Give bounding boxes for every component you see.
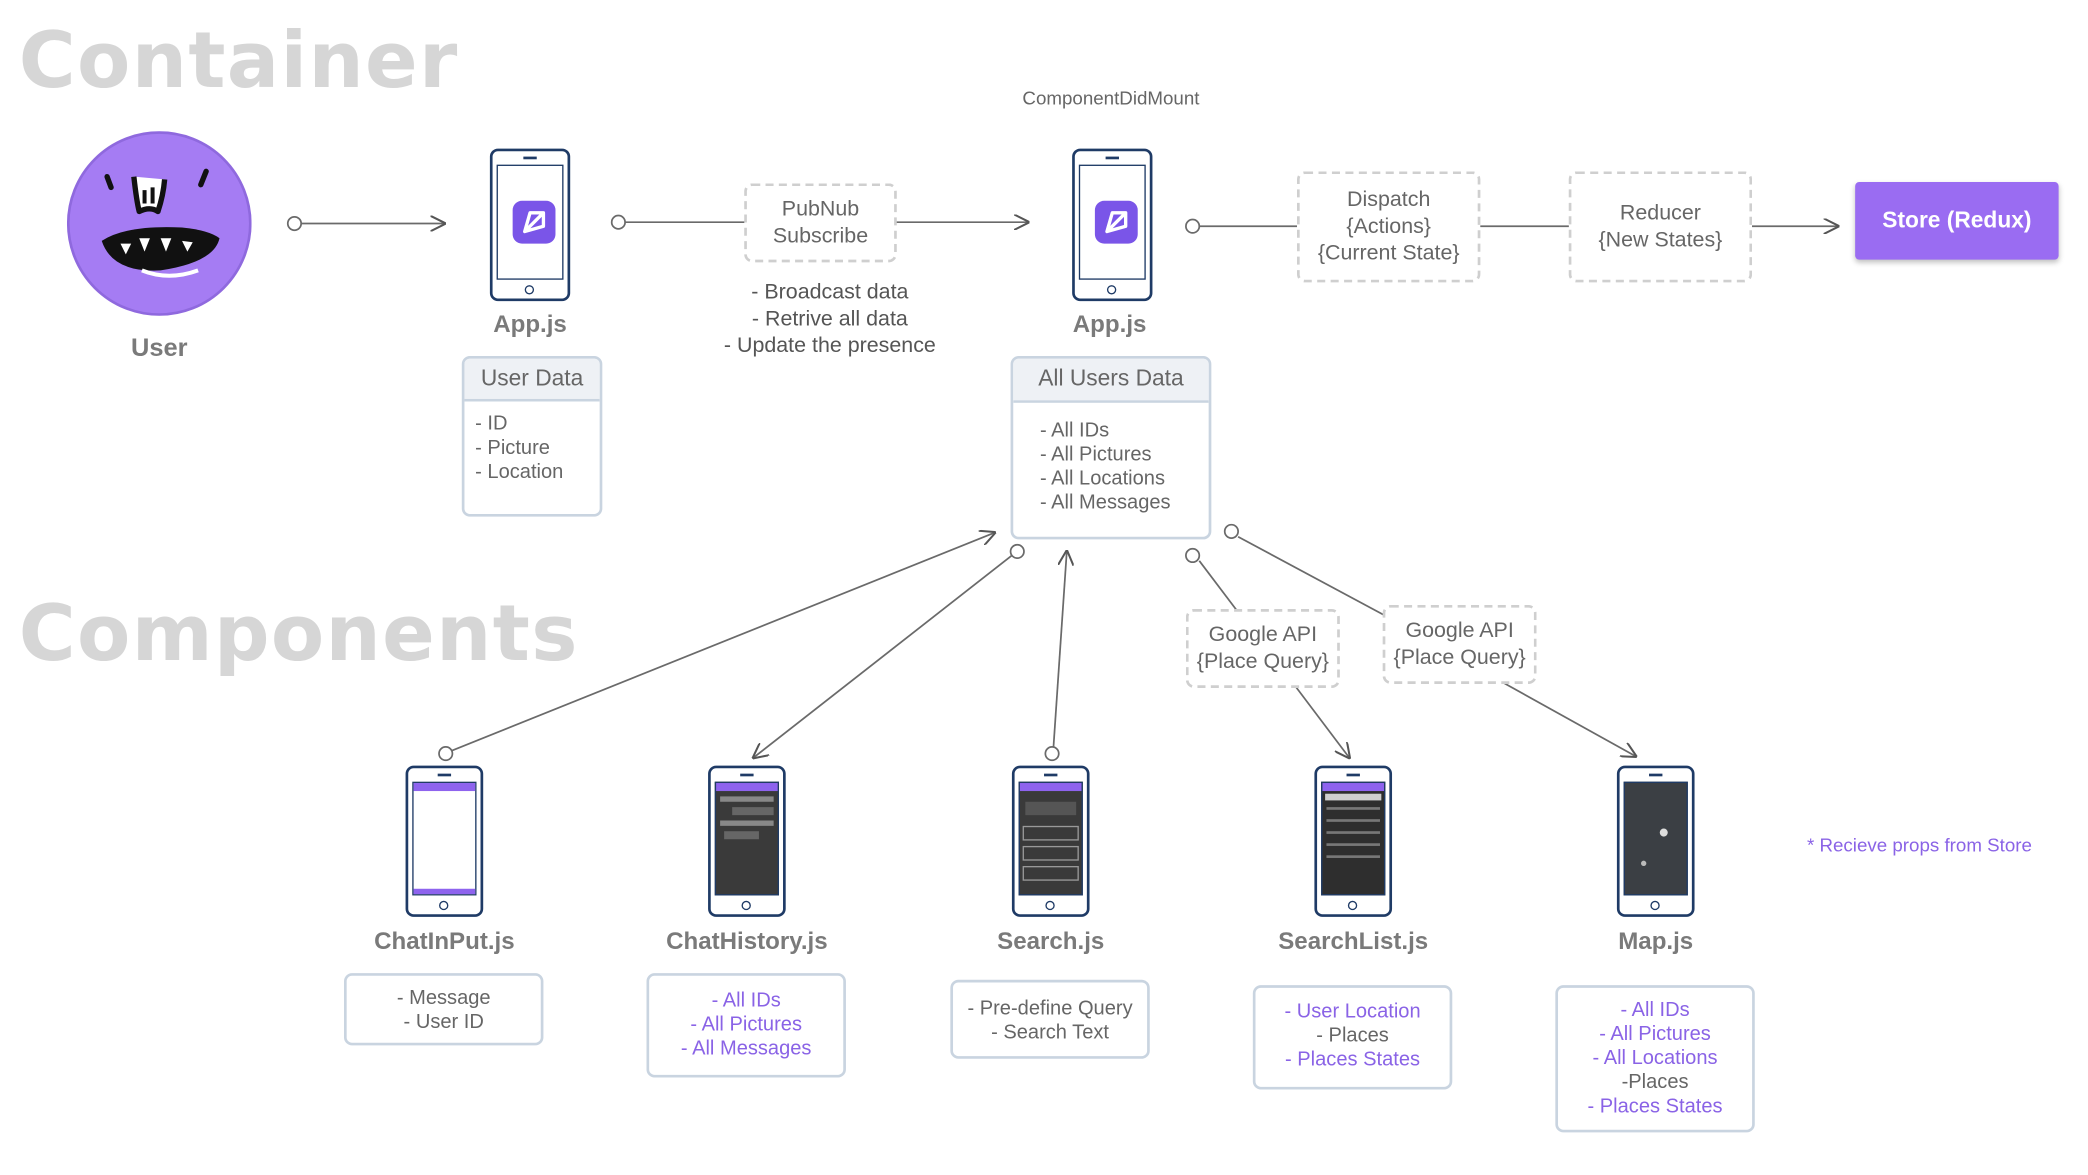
pubnub-note: - Broadcast data bbox=[751, 281, 909, 304]
all-users-data-title: All Users Data bbox=[1013, 358, 1209, 403]
component-did-mount-label: ComponentDidMount bbox=[1022, 87, 1200, 109]
pubnub-note: - Retrive all data bbox=[751, 307, 908, 331]
map-props-card: - All IDs - All Pictures - All Locations… bbox=[1555, 985, 1755, 1133]
monster-avatar-icon bbox=[66, 131, 252, 316]
prop-item: -Places bbox=[1621, 1070, 1689, 1094]
prop-item: - Places States bbox=[1285, 1048, 1421, 1071]
prop-item: - User Location bbox=[1284, 999, 1421, 1023]
edge-chatinput bbox=[450, 533, 994, 752]
edge-chathistory bbox=[754, 554, 1013, 757]
edge-google2-map bbox=[1502, 681, 1636, 757]
prop-item: - User ID bbox=[403, 1010, 484, 1034]
prop-item: - Search Text bbox=[991, 1021, 1110, 1045]
pubnub-subscribe-box: PubNub Subscribe bbox=[744, 183, 897, 263]
section-title-components: Components bbox=[18, 587, 579, 679]
chathistory-props-card: - All IDs - All Pictures - All Messages bbox=[646, 973, 846, 1078]
prop-item: - All IDs bbox=[1620, 998, 1690, 1022]
pubnub-note: - Update the presence bbox=[723, 334, 936, 358]
user-data-item: - Location bbox=[475, 460, 564, 484]
reducer-line2: {New States} bbox=[1598, 228, 1723, 251]
app-logo-icon bbox=[512, 200, 556, 244]
google-api-line1: Google API bbox=[1405, 619, 1514, 642]
pubnub-line1: PubNub bbox=[781, 197, 860, 221]
chathistory-phone bbox=[708, 765, 786, 917]
all-users-data-item: - All Pictures bbox=[1040, 443, 1152, 466]
prop-item: - All Pictures bbox=[1599, 1022, 1711, 1046]
app-js-label-1: App.js bbox=[493, 310, 567, 338]
dispatch-box: Dispatch {Actions} {Current State} bbox=[1297, 171, 1481, 283]
pubnub-notes: - Broadcast data - Retrive all data - Up… bbox=[683, 280, 977, 360]
prop-item: - Places bbox=[1316, 1023, 1389, 1047]
prop-item: - Message bbox=[396, 986, 491, 1010]
google-api-line2: {Place Query} bbox=[1196, 649, 1329, 673]
section-title-container: Container bbox=[18, 14, 459, 106]
search-label: Search.js bbox=[997, 927, 1105, 955]
google-api-line2: {Place Query} bbox=[1393, 645, 1526, 669]
search-phone bbox=[1011, 765, 1090, 917]
map-phone bbox=[1616, 765, 1695, 917]
prop-item: - Pre-define Query bbox=[967, 997, 1133, 1020]
chathistory-label: ChatHistory.js bbox=[666, 927, 828, 955]
prop-item: - Places States bbox=[1587, 1094, 1723, 1118]
searchlist-phone bbox=[1314, 765, 1393, 917]
all-users-data-item: - All IDs bbox=[1040, 418, 1110, 442]
pubnub-line2: Subscribe bbox=[772, 224, 869, 247]
search-props-card: - Pre-define Query - Search Text bbox=[950, 979, 1150, 1059]
reducer-line1: Reducer bbox=[1619, 201, 1701, 225]
edge-search bbox=[1052, 551, 1066, 749]
prop-item: - All Locations bbox=[1592, 1046, 1718, 1070]
app-js-label-2: App.js bbox=[1072, 310, 1147, 338]
prop-item: - All Pictures bbox=[690, 1013, 802, 1036]
dispatch-line1: Dispatch bbox=[1347, 188, 1431, 211]
dispatch-line2: {Actions} bbox=[1346, 214, 1431, 238]
google-api-line1: Google API bbox=[1208, 623, 1318, 646]
all-users-data-item: - All Locations bbox=[1040, 467, 1166, 490]
edge-google2-top bbox=[1237, 535, 1386, 617]
user-label: User bbox=[131, 334, 188, 363]
user-data-item: - ID bbox=[475, 412, 508, 436]
all-users-data-card: All Users Data - All IDs - All Pictures … bbox=[1010, 356, 1212, 540]
edge-google1-searchlist bbox=[1294, 686, 1350, 758]
app-js-phone-2 bbox=[1072, 148, 1153, 302]
user-data-title: User Data bbox=[464, 358, 600, 402]
map-label: Map.js bbox=[1618, 927, 1694, 955]
searchlist-props-card: - User Location - Places - Places States bbox=[1252, 985, 1453, 1090]
chatinput-label: ChatInPut.js bbox=[374, 927, 515, 955]
app-js-phone bbox=[489, 148, 571, 302]
chatinput-props-card: - Message - User ID bbox=[343, 973, 544, 1046]
store-props-note: * Recieve props from Store bbox=[1806, 833, 2032, 856]
prop-item: - All Messages bbox=[680, 1037, 812, 1061]
google-api-box-1: Google API {Place Query} bbox=[1185, 609, 1340, 688]
user-data-card: User Data - ID - Picture - Location bbox=[461, 356, 603, 517]
edge-google1-top bbox=[1198, 560, 1238, 611]
chatinput-phone bbox=[405, 765, 484, 917]
google-api-box-2: Google API {Place Query} bbox=[1382, 605, 1537, 684]
all-users-data-item: - All Messages bbox=[1040, 491, 1171, 514]
prop-item: - All IDs bbox=[711, 989, 781, 1012]
store-redux-button[interactable]: Store (Redux) bbox=[1855, 182, 2059, 260]
reducer-box: Reducer {New States} bbox=[1568, 171, 1753, 283]
user-avatar bbox=[66, 131, 252, 316]
dispatch-line3: {Current State} bbox=[1317, 241, 1460, 265]
searchlist-label: SearchList.js bbox=[1278, 927, 1429, 955]
user-data-item: - Picture bbox=[475, 436, 550, 460]
app-logo-icon bbox=[1094, 200, 1138, 244]
